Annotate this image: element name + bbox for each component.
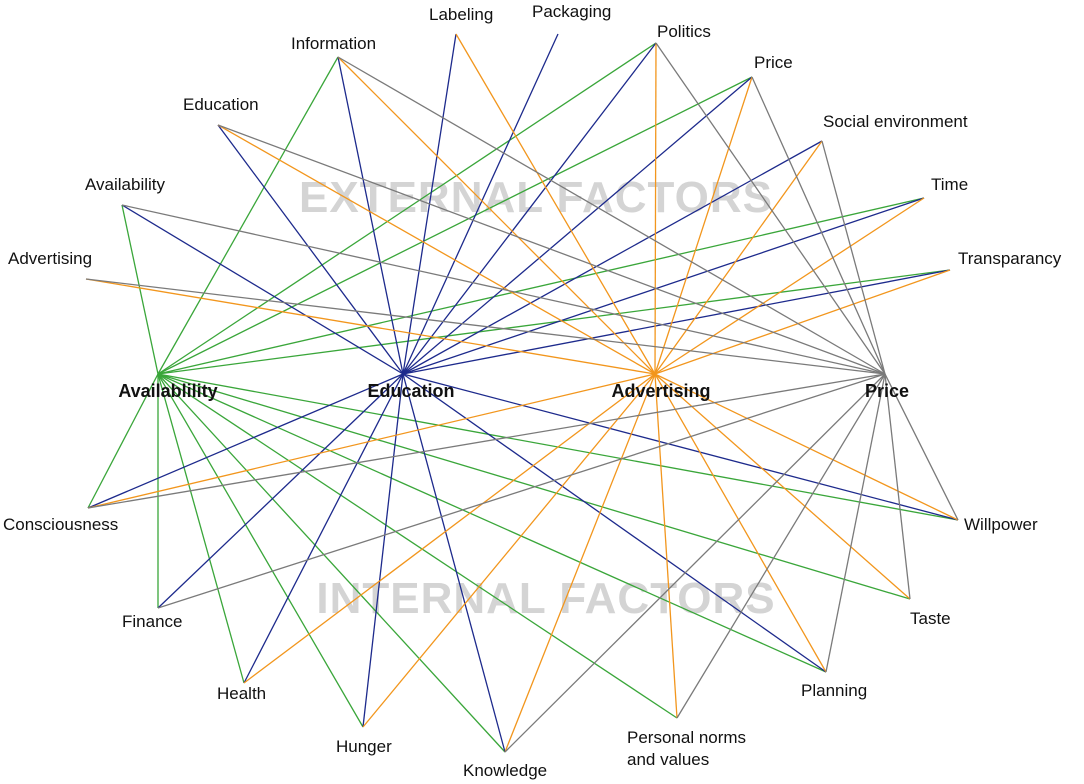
- edge-advertising-int-health: [243, 373, 656, 684]
- internal-factor-int-finance: Finance: [122, 612, 182, 631]
- edge-price-ext-information: [337, 56, 886, 375]
- edge-advertising-int-hunger: [362, 373, 656, 728]
- edge-education-int-finance: [157, 373, 404, 609]
- edge-education-ext-politics: [402, 42, 657, 375]
- edge-advertising-int-norms: [654, 373, 678, 719]
- edge-education-ext-transparancy: [402, 269, 951, 375]
- edge-availability-ext-politics: [157, 42, 657, 375]
- edge-education-ext-price: [402, 76, 753, 375]
- external-factors-watermark: EXTERNAL FACTORS: [299, 173, 773, 222]
- internal-factor-int-hunger: Hunger: [336, 737, 392, 756]
- edge-advertising-ext-politics: [654, 42, 657, 375]
- edge-advertising-ext-advertising: [85, 278, 656, 375]
- internal-factor-int-health: Health: [217, 684, 266, 703]
- edge-price-int-consciousness: [87, 373, 886, 509]
- edge-education-ext-social: [402, 140, 823, 375]
- edge-advertising-ext-social: [654, 140, 823, 375]
- edge-price-int-willpower: [884, 373, 959, 521]
- edge-advertising-ext-education: [217, 124, 656, 375]
- edge-price-ext-availability: [121, 204, 886, 375]
- external-factor-ext-education: Education: [183, 95, 259, 114]
- edge-advertising-int-knowledge: [504, 373, 656, 753]
- external-factor-ext-advertising: Advertising: [8, 249, 92, 268]
- edge-advertising-int-consciousness: [87, 373, 656, 509]
- edge-advertising-int-planning: [654, 373, 827, 673]
- external-factor-ext-politics: Politics: [657, 22, 711, 41]
- internal-factor-int-planning: Planning: [801, 681, 867, 700]
- edge-availability-int-planning: [157, 373, 827, 673]
- external-factor-ext-information: Information: [291, 34, 376, 53]
- external-factor-ext-packaging: Packaging: [532, 2, 611, 21]
- edge-education-int-planning: [402, 373, 827, 673]
- edge-education-ext-information: [337, 56, 404, 375]
- edge-advertising-ext-price: [654, 76, 753, 375]
- internal-factor-int-consciousness: Consciousness: [3, 515, 118, 534]
- edge-advertising-ext-transparancy: [654, 269, 951, 375]
- hub-label-price: Price: [865, 381, 909, 401]
- external-factor-ext-labeling: Labeling: [429, 5, 493, 24]
- hub-label-advertising: Advertising: [611, 381, 710, 401]
- internal-factor-int-knowledge: Knowledge: [463, 761, 547, 780]
- edge-availability-ext-information: [157, 56, 339, 375]
- edge-education-int-health: [243, 373, 404, 684]
- external-factor-ext-transparancy: Transparancy: [958, 249, 1062, 268]
- hub-label-education: Education: [367, 381, 454, 401]
- edge-price-ext-advertising: [85, 278, 886, 375]
- edge-price-int-norms: [676, 373, 886, 719]
- edge-price-int-taste: [884, 373, 911, 600]
- edge-education-ext-packaging: [402, 33, 559, 375]
- external-factor-ext-price: Price: [754, 53, 793, 72]
- edge-price-int-finance: [157, 373, 886, 609]
- external-factor-ext-social: Social environment: [823, 112, 968, 131]
- connection-lines: [85, 33, 959, 753]
- edge-education-ext-time: [402, 197, 925, 375]
- edge-availability-ext-time: [157, 197, 925, 375]
- edge-availability-int-knowledge: [157, 373, 506, 753]
- edge-education-int-consciousness: [87, 373, 404, 509]
- edge-price-ext-education: [217, 124, 886, 375]
- edge-availability-int-norms: [157, 373, 678, 719]
- edge-education-int-willpower: [402, 373, 959, 521]
- edge-availability-int-consciousness: [87, 373, 159, 509]
- edge-education-ext-availability: [121, 204, 404, 375]
- edge-price-int-knowledge: [504, 373, 886, 753]
- edge-price-int-planning: [825, 373, 886, 673]
- edge-advertising-int-taste: [654, 373, 911, 600]
- edge-education-ext-education: [217, 124, 404, 375]
- edge-availability-ext-availability: [121, 204, 159, 375]
- edge-price-ext-price: [751, 76, 886, 375]
- edge-availability-ext-price: [157, 76, 753, 375]
- internal-factor-int-taste: Taste: [910, 609, 951, 628]
- edge-availability-int-health: [157, 373, 245, 684]
- internal-factors-watermark: INTERNAL FACTORS: [316, 574, 775, 623]
- edge-advertising-ext-information: [337, 56, 656, 375]
- hub-label-availability: Availablility: [118, 381, 217, 401]
- external-factor-ext-time: Time: [931, 175, 968, 194]
- edge-availability-ext-transparancy: [157, 269, 951, 375]
- edge-education-int-knowledge: [402, 373, 506, 753]
- internal-factor-int-willpower: Willpower: [964, 515, 1038, 534]
- edge-availability-int-hunger: [157, 373, 364, 728]
- external-factor-ext-availability: Availability: [85, 175, 166, 194]
- edge-advertising-ext-time: [654, 197, 925, 375]
- edge-price-ext-politics: [655, 42, 886, 375]
- edge-advertising-int-willpower: [654, 373, 959, 521]
- edge-education-int-hunger: [362, 373, 404, 728]
- edge-advertising-ext-labeling: [455, 33, 656, 375]
- edge-price-ext-social: [821, 140, 886, 375]
